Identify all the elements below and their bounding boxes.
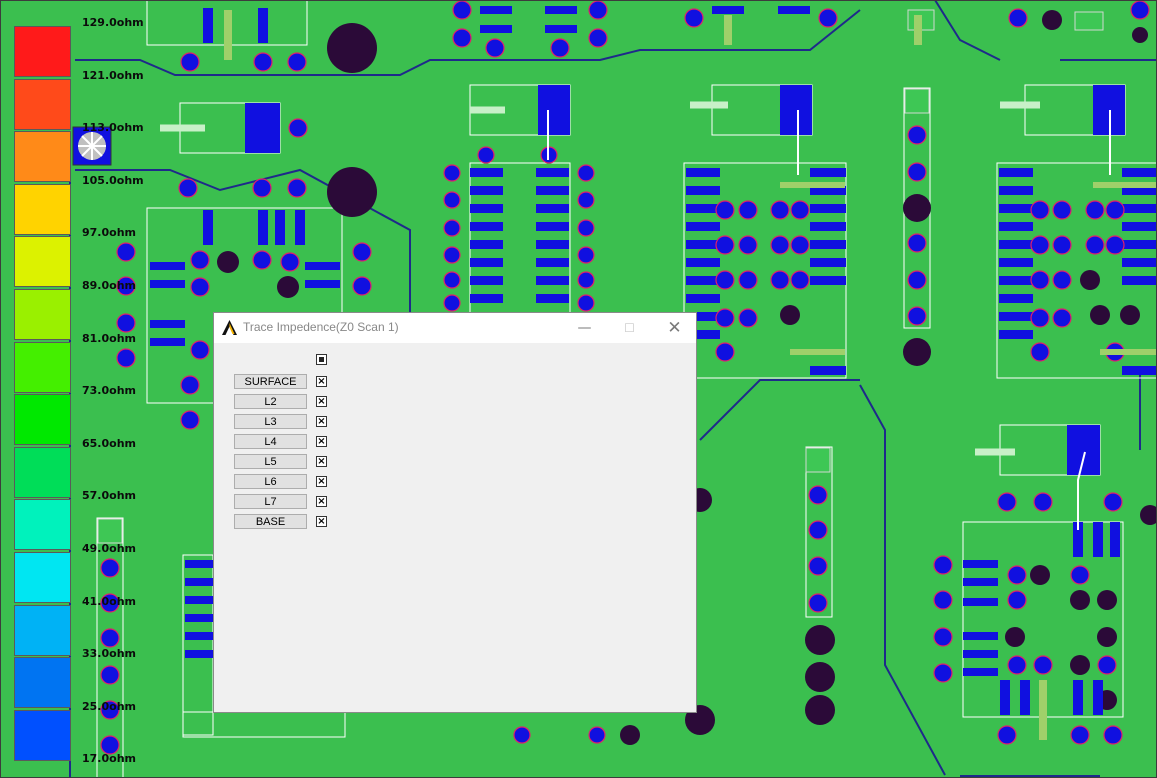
layer-button-l5[interactable]: L5 (234, 454, 307, 469)
legend-label: 129.0ohm (82, 16, 144, 29)
legend-swatch (14, 446, 71, 498)
layer-checkbox-l2[interactable]: × (316, 396, 327, 407)
legend-label: 121.0ohm (82, 68, 144, 82)
layer-checkbox-l6[interactable]: × (316, 476, 327, 487)
legend-swatch (14, 183, 71, 235)
legend-swatch (14, 552, 71, 603)
crosshair-pad-icon (72, 126, 112, 166)
legend-swatch (14, 604, 71, 656)
dialog-titlebar[interactable]: Trace Impedence(Z0 Scan 1) — ☐ ✕ (214, 313, 696, 343)
layer-checkbox-l7[interactable]: × (316, 496, 327, 507)
layer-checkbox-surface[interactable]: × (316, 376, 327, 387)
legend-swatch (14, 499, 71, 551)
legend-swatch (14, 394, 71, 446)
minimize-button[interactable]: — (577, 320, 592, 336)
legend-label: 73.0ohm (82, 384, 136, 398)
legend-swatch (14, 26, 71, 77)
layer-button-l3[interactable]: L3 (234, 414, 307, 429)
layer-button-l4[interactable]: L4 (234, 434, 307, 449)
legend-label: 25.0ohm (82, 699, 136, 713)
legend-label: 33.0ohm (82, 647, 136, 661)
layer-checkbox-l4[interactable]: × (316, 436, 327, 447)
legend-swatch (14, 341, 71, 393)
legend-label: 89.0ohm (82, 279, 136, 292)
legend-swatch (14, 78, 71, 130)
legend-label: 57.0ohm (82, 489, 136, 503)
legend-label: 65.0ohm (82, 436, 136, 450)
legend-swatch (14, 709, 71, 761)
legend-swatch (14, 131, 71, 183)
legend-label: 97.0ohm (82, 226, 136, 240)
layer-button-l6[interactable]: L6 (234, 474, 307, 489)
layer-checkbox-l5[interactable]: × (316, 456, 327, 467)
legend-label: 49.0ohm (82, 542, 136, 555)
legend-swatch (14, 657, 71, 709)
layer-button-surface[interactable]: SURFACE (234, 374, 307, 389)
dialog-title: Trace Impedence(Z0 Scan 1) (243, 320, 399, 334)
trace-impedance-dialog: Trace Impedence(Z0 Scan 1) — ☐ ✕ SURFACE… (213, 312, 697, 713)
layer-button-l7[interactable]: L7 (234, 494, 307, 509)
layer-checkbox-base[interactable]: × (316, 516, 327, 527)
app-logo-icon (222, 320, 237, 335)
layer-button-l2[interactable]: L2 (234, 394, 307, 409)
maximize-button[interactable]: ☐ (624, 321, 635, 335)
legend-label: 113.0ohm (82, 121, 144, 135)
legend-label: 105.0ohm (82, 173, 144, 187)
legend-label: 17.0ohm (82, 752, 136, 766)
legend-swatch (14, 289, 71, 340)
layer-button-base[interactable]: BASE (234, 514, 307, 529)
select-all-checkbox[interactable] (316, 354, 327, 365)
close-button[interactable]: ✕ (667, 318, 682, 338)
layer-checkbox-l3[interactable]: × (316, 416, 327, 427)
legend-label: 41.0ohm (82, 594, 136, 608)
legend-label: 81.0ohm (82, 331, 136, 345)
legend-swatch (14, 236, 71, 288)
